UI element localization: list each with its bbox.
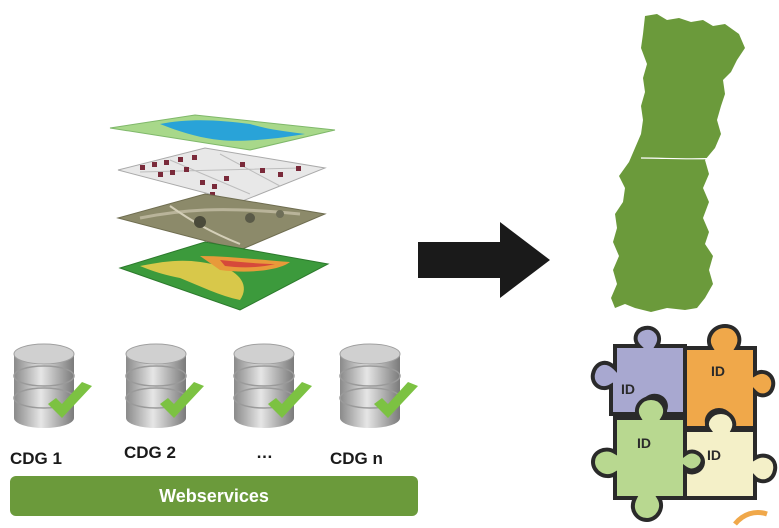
layer-orthophoto (116, 193, 327, 251)
layer-elevation (118, 241, 330, 311)
database-icon-3 (233, 343, 312, 428)
check-icon (48, 382, 92, 418)
layer-hydrography (109, 114, 336, 151)
webservices-label: Webservices (159, 485, 269, 506)
webservices-bar: Webservices (10, 476, 418, 516)
check-icon (374, 382, 418, 418)
check-icon (160, 382, 204, 418)
partial-logo-arc (733, 509, 768, 526)
database-label-1: CDG 1 (10, 449, 62, 468)
database-icon-2 (125, 343, 204, 428)
puzzle-pieces-illustration: ID ID ID ID (590, 323, 778, 526)
check-icon (268, 382, 312, 418)
puzzle-label-3: ID (637, 435, 651, 451)
gis-layers-illustration (109, 114, 336, 311)
layer-buildings (117, 147, 327, 203)
database-label-4: CDG n (330, 449, 383, 468)
database-label-3: … (256, 443, 273, 462)
puzzle-piece-green: ID (590, 395, 706, 523)
puzzle-label-4: ID (707, 447, 721, 463)
database-label-2: CDG 2 (124, 443, 176, 462)
puzzle-label-1: ID (621, 381, 635, 397)
database-icon-1 (13, 343, 92, 428)
portugal-shape (611, 14, 745, 312)
puzzle-label-2: ID (711, 363, 725, 379)
right-arrow-icon (418, 222, 550, 298)
portugal-map (611, 14, 745, 312)
puzzle-piece-orange: ID (683, 323, 776, 430)
puzzle-piece-cream: ID (683, 409, 778, 500)
database-icon-4 (339, 343, 418, 428)
